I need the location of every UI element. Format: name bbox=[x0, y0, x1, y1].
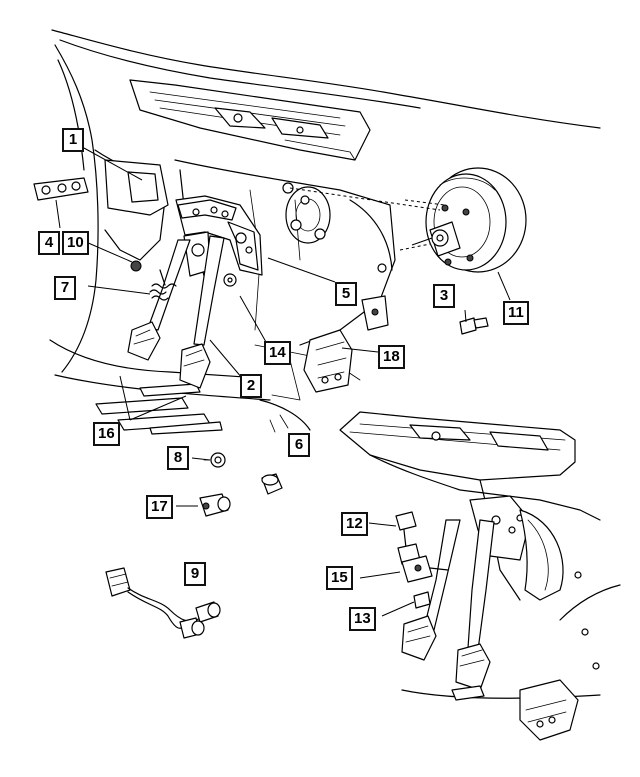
callout-13: 13 bbox=[349, 607, 376, 631]
callout-6: 6 bbox=[288, 433, 310, 457]
callout-9: 9 bbox=[184, 562, 206, 586]
callout-8: 8 bbox=[167, 446, 189, 470]
callout-18: 18 bbox=[378, 345, 405, 369]
bushing-6 bbox=[261, 473, 283, 495]
callout-4: 4 bbox=[38, 231, 60, 255]
nut-8 bbox=[203, 452, 226, 468]
callout-15: 15 bbox=[326, 566, 353, 590]
firewall-structure bbox=[49, 29, 601, 435]
reinforcement-plate bbox=[33, 177, 89, 201]
bolt-3 bbox=[459, 317, 489, 335]
callout-14: 14 bbox=[264, 341, 291, 365]
callout-17: 17 bbox=[146, 495, 173, 519]
callout-7: 7 bbox=[54, 276, 76, 300]
callout-5: 5 bbox=[335, 282, 357, 306]
leader-lines bbox=[55, 147, 511, 617]
switch-17 bbox=[199, 493, 231, 517]
callout-10: 10 bbox=[62, 231, 89, 255]
return-spring bbox=[149, 269, 177, 301]
callout-12: 12 bbox=[341, 512, 368, 536]
floor-ribs bbox=[95, 383, 223, 435]
callout-16: 16 bbox=[93, 422, 120, 446]
brake-booster bbox=[411, 167, 527, 273]
callout-2: 2 bbox=[240, 374, 262, 398]
wiring-harness bbox=[105, 567, 221, 639]
inset-view bbox=[339, 411, 621, 741]
callout-11: 11 bbox=[503, 301, 529, 325]
locator-lines bbox=[289, 187, 446, 251]
callout-1: 1 bbox=[62, 128, 84, 152]
mounting-studs bbox=[282, 182, 387, 273]
pedal-assembly bbox=[127, 195, 263, 389]
callout-3: 3 bbox=[433, 284, 455, 308]
